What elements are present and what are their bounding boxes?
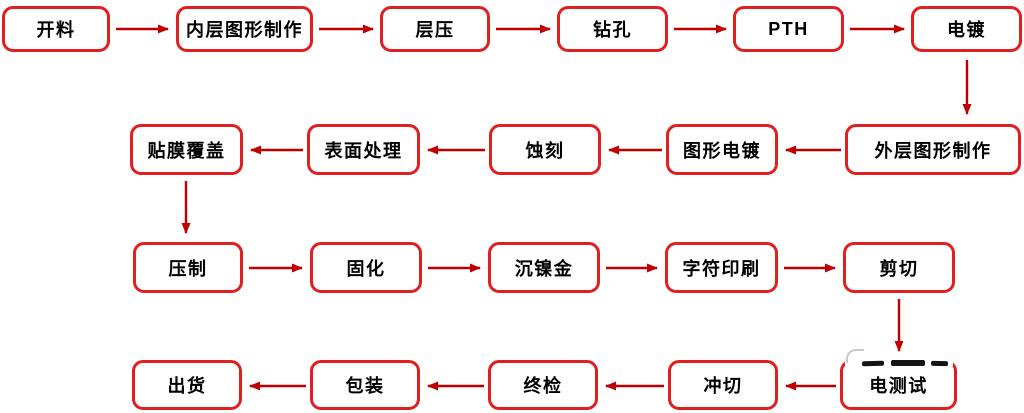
flow-node-electroplating: 电镀	[911, 6, 1022, 52]
flow-node-final-inspection: 终检	[488, 360, 598, 410]
flow-node-electrical-test: 电测试	[840, 360, 957, 410]
flow-node-drilling: 钻孔	[557, 6, 668, 52]
watermark-dash-1	[861, 360, 885, 367]
flow-node-lamination: 层压	[380, 6, 490, 52]
watermark-dash-3	[930, 360, 949, 367]
flow-node-etching: 蚀刻	[489, 124, 601, 175]
flow-node-shipment: 出货	[132, 360, 242, 410]
flow-node-film-covering: 贴膜覆盖	[130, 124, 243, 175]
flow-node-cutting: 开料	[2, 6, 110, 52]
flow-node-legend-printing: 字符印刷	[665, 242, 778, 293]
flow-node-outer-layer-patterning: 外层图形制作	[845, 124, 1021, 175]
flow-node-immersion-nickel-gold: 沉镍金	[488, 242, 600, 293]
flow-node-pressing: 压制	[133, 242, 243, 293]
flow-node-surface-treatment: 表面处理	[307, 124, 420, 175]
flow-node-curing: 固化	[310, 242, 422, 293]
watermark-arc-remnant	[846, 349, 864, 363]
watermark-dash-2	[891, 360, 925, 366]
flow-node-shearing: 剪切	[843, 242, 955, 293]
flow-node-inner-layer-patterning: 内层图形制作	[176, 6, 313, 52]
flow-node-punching: 冲切	[668, 360, 778, 410]
flow-node-pattern-plating: 图形电镀	[666, 124, 778, 175]
flow-node-packaging: 包装	[310, 360, 420, 410]
flow-node-pth: PTH	[733, 6, 844, 52]
